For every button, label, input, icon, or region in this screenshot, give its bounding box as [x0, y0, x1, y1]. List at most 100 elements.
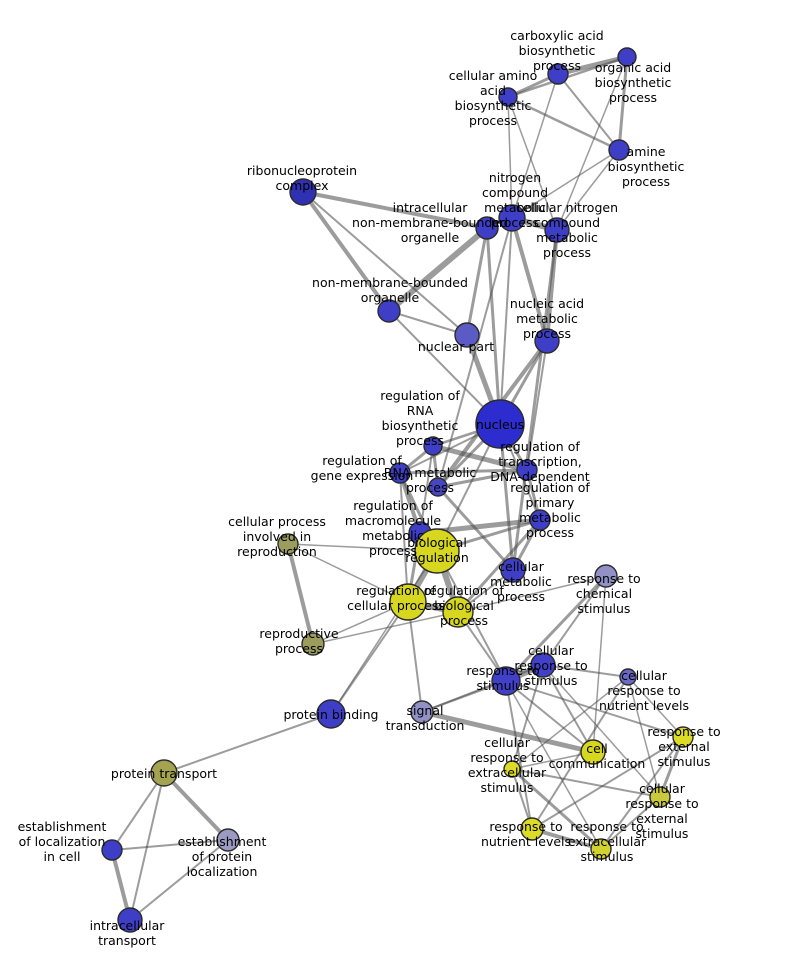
- graph-node-protein-binding[interactable]: [316, 699, 346, 729]
- graph-edge-cellular-process-reproduction--reproductive-process: [286, 543, 315, 645]
- graph-edge-nitrogen-compound-metabolic--rna-metabolic: [437, 217, 513, 488]
- graph-edge-establishment-protein-localization--intracellular-transport: [129, 839, 229, 921]
- graph-node-cellular-amino-acid-biosynthetic[interactable]: [498, 87, 518, 107]
- graph-node-response-extracellular[interactable]: [590, 838, 612, 860]
- graph-node-nuclear-part[interactable]: [454, 322, 480, 348]
- graph-edge-cellular-process-reproduction--regulation-cellular-process: [287, 543, 409, 603]
- graph-edge-intracellular-nmb-organelle--nucleus: [485, 227, 502, 425]
- graph-edge-cellular-response-stimulus--signal-transduction: [421, 664, 544, 713]
- node-label-protein-transport: protein transport: [111, 766, 217, 781]
- graph-edge-regulation-primary-metabolic--regulation-biological-process: [456, 519, 542, 613]
- graph-edge-intracellular-nmb-organelle--nuclear-part: [465, 227, 489, 336]
- graph-edge-intracellular-nmb-organelle--nmb-organelle: [387, 225, 489, 314]
- graph-node-protein-transport[interactable]: [150, 759, 178, 787]
- graph-node-cellular-nitrogen-compound-metabolic[interactable]: [544, 217, 570, 243]
- graph-edge-response-chemical-stimulus--regulation-biological-process: [457, 575, 607, 613]
- node-label-nuclear-part: nuclear part: [418, 339, 494, 354]
- graph-node-response-stimulus[interactable]: [491, 666, 521, 696]
- graph-node-regulation-transcription[interactable]: [516, 459, 538, 481]
- graph-edge-cellular-response-nutrient-levels--cellular-response-extracellular: [511, 676, 629, 770]
- graph-node-regulation-primary-metabolic[interactable]: [529, 509, 551, 531]
- graph-node-nmb-organelle[interactable]: [377, 299, 401, 323]
- graph-edge-regulation-rna-biosynthetic--regulation-transcription: [432, 443, 528, 473]
- graph-node-cellular-process-reproduction[interactable]: [277, 533, 299, 555]
- graph-node-nitrogen-compound-metabolic[interactable]: [498, 204, 526, 232]
- graph-edge-regulation-transcription--rna-metabolic: [437, 468, 528, 489]
- graph-node-signal-transduction[interactable]: [410, 700, 434, 724]
- graph-edge-cellular-amino-acid-biosynthetic--amine-biosynthetic: [507, 95, 620, 152]
- graph-node-carboxylic-acid-biosynthetic[interactable]: [547, 63, 569, 85]
- graph-edge-response-stimulus--response-extracellular: [505, 680, 602, 850]
- graph-node-reproductive-process[interactable]: [301, 632, 325, 656]
- graph-node-regulation-cellular-process[interactable]: [389, 583, 427, 621]
- graph-edge-response-external-stimulus--response-nutrient-levels: [531, 736, 684, 830]
- graph-node-nucleic-acid-metabolic[interactable]: [534, 328, 560, 354]
- graph-edge-nitrogen-compound-metabolic--nucleus: [499, 217, 513, 425]
- graph-edge-biological-regulation--cellular-process-reproduction: [287, 543, 438, 552]
- graph-node-cellular-response-extracellular[interactable]: [503, 760, 521, 778]
- graph-node-response-nutrient-levels[interactable]: [520, 817, 544, 841]
- graph-node-response-chemical-stimulus[interactable]: [594, 564, 618, 588]
- graph-node-response-external-stimulus[interactable]: [672, 726, 694, 748]
- graph-node-amine-biosynthetic[interactable]: [608, 139, 630, 161]
- graph-edge-ribonucleoprotein-complex--nuclear-part: [302, 191, 468, 336]
- graph-edge-cellular-response-extracellular--response-extracellular: [510, 767, 603, 851]
- graph-node-biological-regulation[interactable]: [414, 528, 460, 574]
- graph-edge-response-chemical-stimulus--cellular-response-stimulus: [542, 575, 607, 666]
- graph-edge-nitrogen-compound-metabolic--nucleic-acid-metabolic: [510, 217, 549, 342]
- graph-node-cellular-response-external[interactable]: [649, 786, 671, 808]
- graph-node-intracellular-transport[interactable]: [117, 907, 143, 933]
- graph-edge-cellular-nitrogen-compound-metabolic--cellular-metabolic: [511, 229, 559, 571]
- graph-edge-cellular-amino-acid-biosynthetic--cellular-nitrogen-compound-metabolic: [507, 96, 558, 231]
- graph-node-ribonucleoprotein-complex[interactable]: [289, 178, 317, 206]
- graph-edge-cellular-response-stimulus--cellular-response-external: [542, 664, 661, 798]
- graph-edge-ribonucleoprotein-complex--nmb-organelle: [301, 190, 391, 313]
- graph-edge-protein-binding--biological-regulation: [330, 550, 438, 715]
- graph-node-regulation-rna-biosynthetic[interactable]: [423, 436, 443, 456]
- graph-edge-nmb-organelle--nuclear-part: [388, 310, 468, 336]
- graph-node-regulation-biological-process[interactable]: [442, 596, 474, 628]
- graph-edge-response-chemical-stimulus--response-stimulus: [504, 574, 608, 683]
- graph-node-establishment-localization-in-cell[interactable]: [101, 839, 123, 861]
- graph-edge-cellular-response-nutrient-levels--response-nutrient-levels: [531, 676, 629, 830]
- graph-edge-establishment-localization-in-cell--establishment-protein-localization: [111, 839, 229, 851]
- graph-node-regulation-gene-expression[interactable]: [389, 462, 411, 484]
- graph-edge-ribonucleoprotein-complex--intracellular-nmb-organelle: [302, 190, 488, 230]
- graph-edge-response-chemical-stimulus--cell-communication: [592, 575, 607, 753]
- graph-edge-cellular-response-stimulus--cell-communication: [542, 664, 594, 753]
- graph-edge-protein-binding--protein-transport: [163, 713, 332, 774]
- graph-node-cell-communication[interactable]: [580, 739, 606, 765]
- node-label-protein-binding: protein binding: [283, 707, 378, 722]
- graph-node-nucleus[interactable]: [475, 399, 525, 449]
- graph-node-cellular-response-nutrient-levels[interactable]: [619, 668, 637, 686]
- graph-node-rna-metabolic[interactable]: [428, 477, 448, 497]
- graph-node-organic-acid-biosynthetic[interactable]: [617, 47, 637, 67]
- edges-layer: [110, 54, 685, 921]
- graph-edge-cellular-response-stimulus--cellular-response-nutrient-levels: [542, 664, 629, 678]
- graph-edge-cellular-response-external--response-extracellular: [600, 796, 661, 850]
- graph-node-cellular-response-stimulus[interactable]: [530, 652, 556, 678]
- graph-node-establishment-protein-localization[interactable]: [216, 828, 240, 852]
- graph-node-intracellular-nmb-organelle[interactable]: [475, 216, 499, 240]
- graph-node-cellular-metabolic[interactable]: [500, 557, 526, 583]
